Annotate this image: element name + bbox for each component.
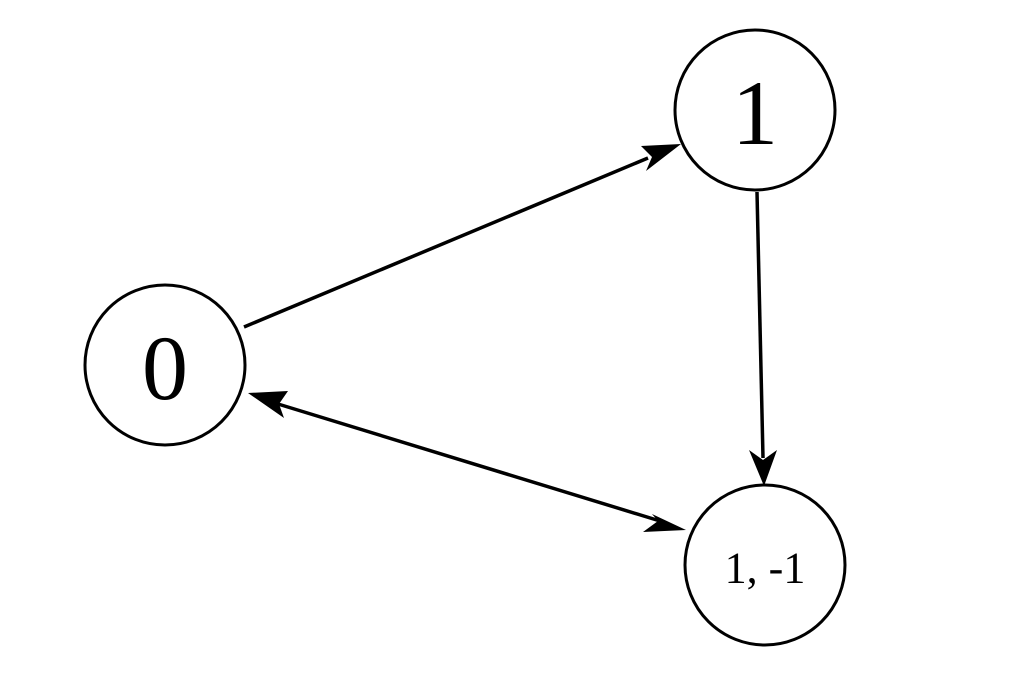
- node-0: 0: [83, 283, 247, 447]
- node-1m1-label: 1, -1: [725, 544, 806, 593]
- node-1m1: 1, -1: [683, 483, 847, 647]
- edge-0-to-1: [243, 144, 681, 329]
- node-0-circle: [83, 283, 247, 447]
- arrowhead-at-node-1: [641, 144, 681, 171]
- node-1-circle: [673, 28, 837, 192]
- node-0-label: 0: [142, 317, 188, 419]
- arrowhead-at-node-1m1-left: [643, 514, 686, 532]
- arrowhead-at-node-0: [248, 391, 288, 418]
- edge-1-to-1m1: [749, 191, 777, 486]
- node-1-label: 1: [732, 62, 778, 164]
- edge-0-to-1m1-line: [277, 402, 661, 523]
- node-1m1-circle: [683, 483, 847, 647]
- edge-0-to-1-line: [243, 156, 649, 329]
- arrowhead-at-node-1m1: [749, 450, 777, 486]
- node-1: 1: [673, 28, 837, 192]
- edge-0-to-1m1-bidirectional: [248, 391, 686, 532]
- edge-1-to-1m1-line: [755, 191, 765, 459]
